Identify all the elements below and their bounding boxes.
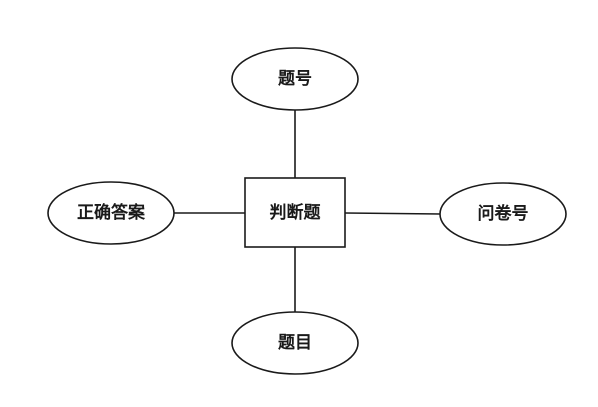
edge-right xyxy=(344,212,442,215)
entity-node[interactable]: 判断题 xyxy=(244,177,346,248)
attribute-node-bottom[interactable]: 题目 xyxy=(231,311,359,375)
attribute-label-left: 正确答案 xyxy=(77,202,146,223)
attribute-label-bottom: 题目 xyxy=(278,333,312,353)
attribute-node-left[interactable]: 正确答案 xyxy=(47,181,175,245)
attribute-ellipse-bottom xyxy=(231,311,359,375)
entity-box xyxy=(244,177,346,248)
attribute-ellipse-top xyxy=(231,47,359,111)
attribute-ellipse-left xyxy=(47,181,175,245)
attribute-ellipse-right xyxy=(439,182,567,246)
attribute-node-right[interactable]: 问卷号 xyxy=(439,182,567,246)
attribute-label-top: 题号 xyxy=(278,69,312,89)
attribute-label-right: 问卷号 xyxy=(478,203,529,224)
entity-label: 判断题 xyxy=(270,202,322,223)
attribute-node-top[interactable]: 题号 xyxy=(231,47,359,111)
